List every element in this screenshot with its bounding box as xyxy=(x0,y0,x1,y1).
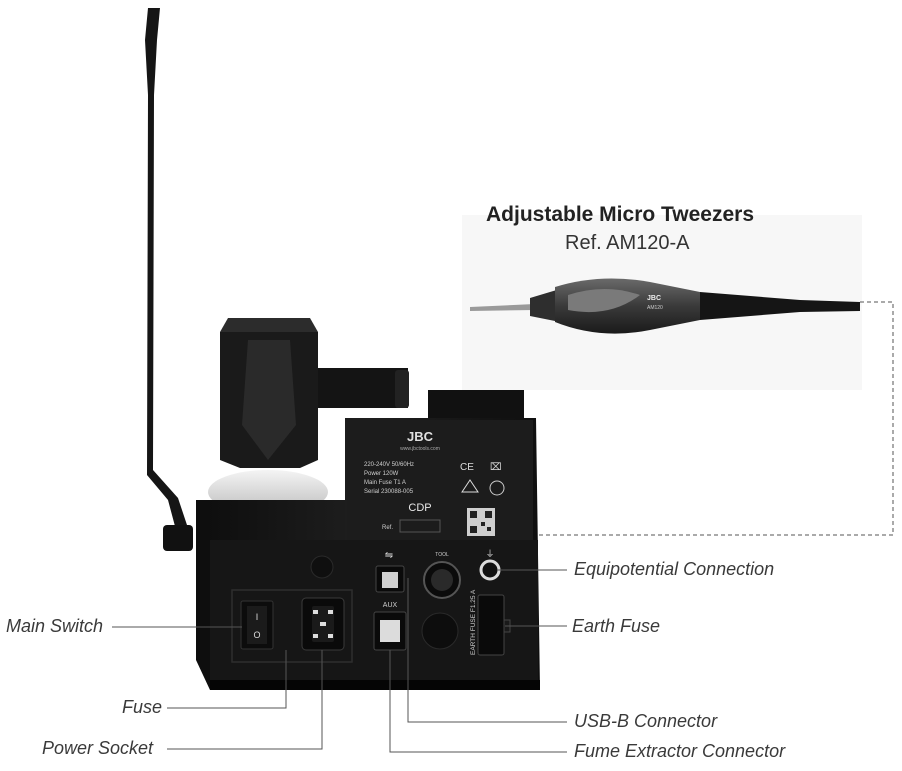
callout-usb-b: USB-B Connector xyxy=(574,711,718,731)
switch-off-symbol: O xyxy=(253,630,260,640)
qr-code-icon xyxy=(467,508,495,536)
station-brand: JBC xyxy=(407,429,434,444)
power-panel-recess xyxy=(231,589,353,663)
compliance-seal-icon xyxy=(489,480,505,496)
station-website: www.jbctools.com xyxy=(400,446,440,452)
stand-knob xyxy=(395,370,409,408)
esd-warning-icon xyxy=(461,479,479,493)
callout-main-switch: Main Switch xyxy=(6,616,104,636)
tool-connector-inner xyxy=(431,569,453,591)
ce-mark-icon: CE xyxy=(460,462,474,473)
tweezers-connection-line xyxy=(537,301,894,536)
tweezers-model: AM120 xyxy=(647,305,663,311)
fume-extractor-leader xyxy=(389,650,567,753)
spec-line-1: 220-240V 50/60Hz xyxy=(364,462,414,468)
holder-arm xyxy=(145,8,188,530)
main-switch-rocker[interactable] xyxy=(247,606,267,644)
micro-tweezers: JBC AM120 xyxy=(470,278,860,334)
product-title: Adjustable Micro Tweezers xyxy=(486,203,755,226)
aux-label: AUX xyxy=(383,602,398,609)
tweezers-tip xyxy=(470,304,535,311)
ref-box xyxy=(399,519,441,533)
switch-on-symbol: I xyxy=(256,612,259,622)
blank-plug xyxy=(310,555,334,579)
tweezers-nose xyxy=(530,289,560,322)
spec-line-4: Serial 230088-005 xyxy=(364,489,414,495)
usb-b-leader xyxy=(407,578,567,723)
ref-label: Ref. xyxy=(382,525,393,531)
station-model: CDP xyxy=(408,502,431,514)
callout-fume-extractor: Fume Extractor Connector xyxy=(574,741,786,761)
power-socket-leader xyxy=(167,650,323,750)
callout-earth-fuse: Earth Fuse xyxy=(572,616,661,636)
spec-line-2: Power 120W xyxy=(364,471,399,477)
fuse-leader xyxy=(167,650,287,709)
weee-bin-icon: ⌧ xyxy=(490,462,502,473)
arm-clamp xyxy=(163,525,193,551)
tool-stand-cradle xyxy=(242,340,296,460)
tweezers-brand: JBC xyxy=(647,295,661,302)
callout-power-socket: Power Socket xyxy=(42,738,154,758)
usb-b-port-inner xyxy=(382,572,398,588)
tool-stand-top xyxy=(220,318,318,332)
product-ref: Ref. AM120-A xyxy=(565,232,690,254)
aux-port-inner xyxy=(380,620,400,642)
earth-fuse-label: EARTH FUSE F1.25 A xyxy=(470,589,477,655)
tweezers-cable xyxy=(700,292,860,320)
spec-line-3: Main Fuse T1 A xyxy=(364,480,406,486)
callout-fuse: Fuse xyxy=(122,697,163,717)
round-blank-plug xyxy=(421,612,459,650)
callout-lines xyxy=(112,569,567,753)
earth-fuse-holder[interactable] xyxy=(477,594,505,656)
equipotential-icon: ⏚ xyxy=(485,549,494,559)
usb-icon: ⇋ xyxy=(385,550,393,561)
stand-hinge xyxy=(318,368,408,408)
equipotential-terminal[interactable] xyxy=(479,559,501,581)
callout-equipotential: Equipotential Connection xyxy=(574,559,775,579)
tweezers-grip-pad xyxy=(568,289,640,313)
tool-label: TOOL xyxy=(435,552,449,558)
top-block xyxy=(428,390,524,418)
